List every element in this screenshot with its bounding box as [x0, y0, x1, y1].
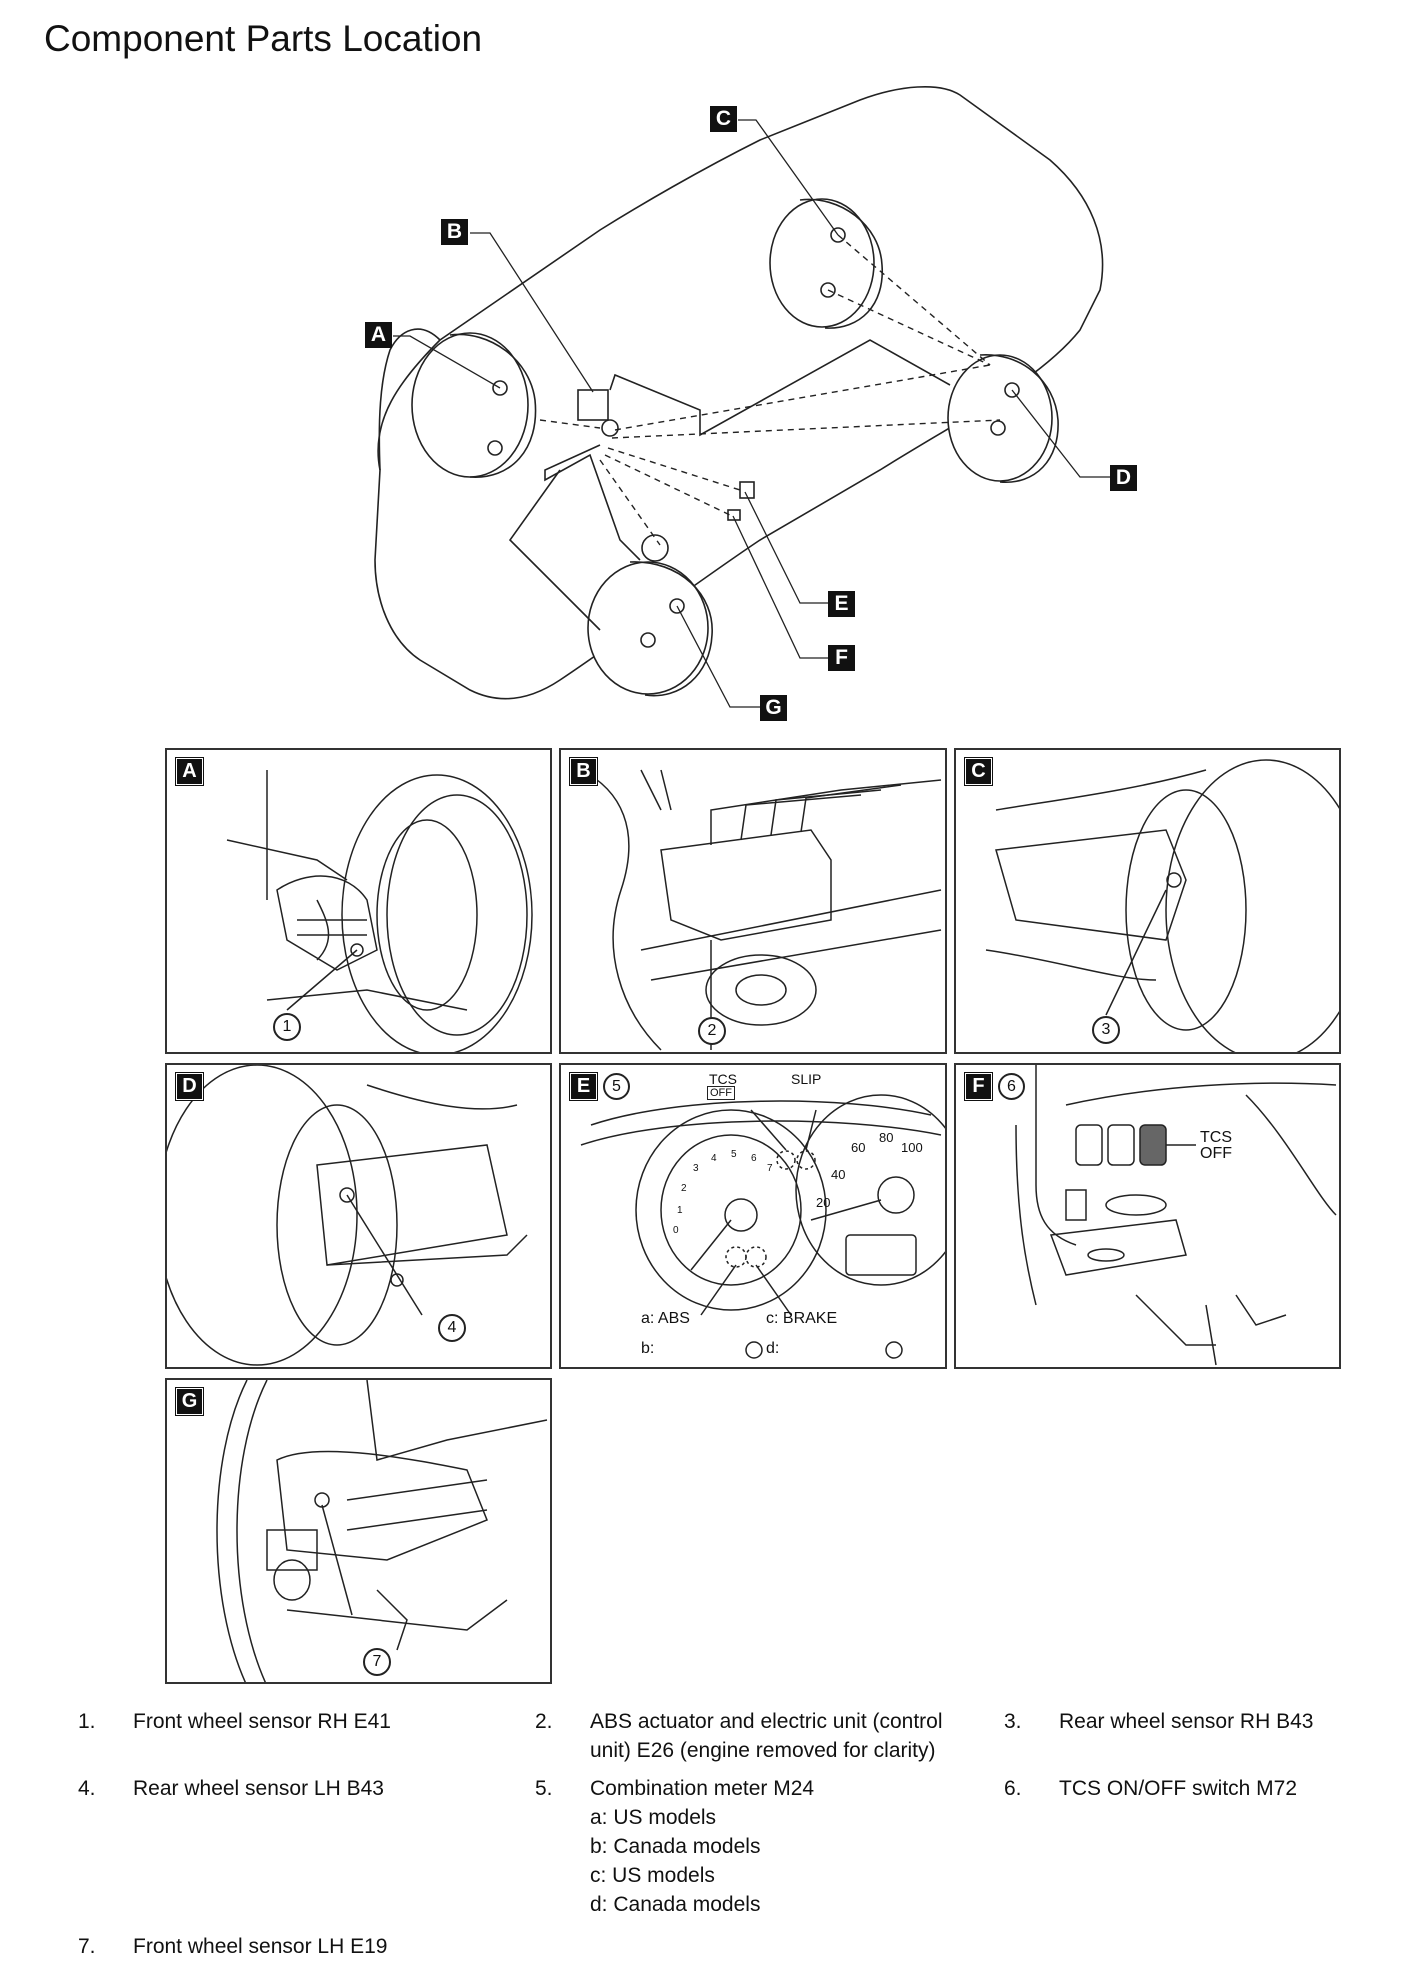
- vehicle-overview-diagram: [374, 86, 1110, 708]
- legend-text: Rear wheel sensor LH B43: [133, 1777, 384, 1800]
- panel-d: D 4: [165, 1063, 552, 1369]
- panel-e-tag: E: [569, 1072, 598, 1101]
- tcs-switch-off-label: OFF: [1200, 1145, 1232, 1162]
- legend-text: Front wheel sensor RH E41: [133, 1710, 391, 1733]
- callout-2: 2: [698, 1017, 726, 1045]
- speed-tick-80: 80: [879, 1130, 894, 1145]
- legend-text: ABS actuator and electric unit (control: [590, 1710, 943, 1733]
- panel-g-illustration: [216, 1380, 548, 1682]
- speed-tick-100: 100: [901, 1140, 923, 1155]
- legend-sub-c: c: US models: [590, 1864, 715, 1887]
- panel-c: C 3: [954, 748, 1341, 1054]
- callout-3: 3: [1092, 1016, 1120, 1044]
- tcs-switch-label: TCS: [1200, 1129, 1232, 1146]
- speed-tick-20: 20: [816, 1195, 831, 1210]
- legend-number: 6.: [1004, 1777, 1022, 1800]
- legend-number: 7.: [78, 1935, 96, 1958]
- overview-tag-g: G: [760, 695, 787, 721]
- overview-tag-a: A: [365, 322, 392, 348]
- car-body-outline: [374, 86, 1104, 700]
- panel-g: G 7: [165, 1378, 552, 1684]
- speed-tick-40: 40: [831, 1167, 846, 1182]
- legend-number: 4.: [78, 1777, 96, 1800]
- overview-tag-e: E: [828, 591, 855, 617]
- callout-7: 7: [363, 1648, 391, 1676]
- legend-sub-a: a: US models: [590, 1806, 717, 1829]
- page-title: Component Parts Location: [44, 18, 483, 59]
- tach-tick-2: 2: [681, 1183, 687, 1194]
- tach-tick-5: 5: [731, 1149, 737, 1160]
- legend-sub-d: d: Canada models: [590, 1893, 761, 1916]
- abs-canada-label: b:: [641, 1340, 655, 1357]
- tach-tick-6: 6: [751, 1153, 757, 1164]
- overview-tag-c: C: [710, 106, 737, 132]
- abs-actuator-shape: [577, 389, 609, 421]
- slip-indicator-label: SLIP: [791, 1071, 822, 1087]
- legend-text: TCS ON/OFF switch M72: [1059, 1777, 1298, 1800]
- panel-g-tag: G: [175, 1387, 204, 1416]
- overview-tag-b: B: [441, 219, 468, 245]
- panel-f-number: 6: [998, 1073, 1025, 1100]
- brake-canada-label: d:: [766, 1340, 780, 1357]
- legend-sub-b: b: Canada models: [590, 1835, 761, 1858]
- rear-left-wheel: [947, 354, 1053, 482]
- panel-c-illustration: [985, 759, 1339, 1052]
- rear-right-wheel: [769, 198, 875, 328]
- tcs-off-indicator-label: OFF: [707, 1086, 735, 1100]
- legend-number: 1.: [78, 1710, 96, 1733]
- brake-label: c: BRAKE: [766, 1310, 838, 1327]
- callout-1: 1: [273, 1013, 301, 1041]
- panel-a-illustration: [226, 770, 533, 1052]
- overview-tag-d: D: [1110, 465, 1137, 491]
- legend-number: 2.: [535, 1710, 553, 1733]
- panel-e-illustration: [580, 1094, 945, 1359]
- tach-tick-1: 1: [677, 1205, 683, 1216]
- panel-b-illustration: [580, 769, 942, 1051]
- tcs-indicator-label: TCS: [709, 1071, 737, 1087]
- panel-f: F 6 TCS OFF: [954, 1063, 1341, 1369]
- tach-tick-3: 3: [693, 1163, 699, 1174]
- tach-tick-7: 7: [767, 1163, 773, 1174]
- panel-a-tag: A: [175, 757, 204, 786]
- panel-d-illustration: [167, 1065, 528, 1366]
- panel-c-tag: C: [964, 757, 993, 786]
- abs-label: a: ABS: [641, 1310, 690, 1327]
- panel-e: E 5 TCS OFF SLIP 20 40 60 80 100 0 1 2 3…: [559, 1063, 947, 1369]
- panel-a: A 1: [165, 748, 552, 1054]
- legend-number: 3.: [1004, 1710, 1022, 1733]
- tach-tick-0: 0: [673, 1225, 679, 1236]
- overview-tag-f: F: [828, 645, 855, 671]
- panel-b-tag: B: [569, 757, 598, 786]
- legend-number: 5.: [535, 1777, 553, 1800]
- panel-f-illustration: [1015, 1065, 1337, 1366]
- legend-text: Front wheel sensor LH E19: [133, 1935, 388, 1958]
- panel-f-tag: F: [964, 1072, 993, 1101]
- legend-text-line2: unit) E26 (engine removed for clarity): [590, 1739, 936, 1762]
- legend-text: Combination meter M24: [590, 1777, 815, 1800]
- speed-tick-60: 60: [851, 1140, 866, 1155]
- panel-e-number: 5: [603, 1073, 630, 1100]
- legend-text: Rear wheel sensor RH B43: [1059, 1710, 1314, 1733]
- panel-d-tag: D: [175, 1072, 204, 1101]
- callout-4: 4: [438, 1314, 466, 1342]
- tach-tick-4: 4: [711, 1153, 717, 1164]
- panel-b: B 2: [559, 748, 947, 1054]
